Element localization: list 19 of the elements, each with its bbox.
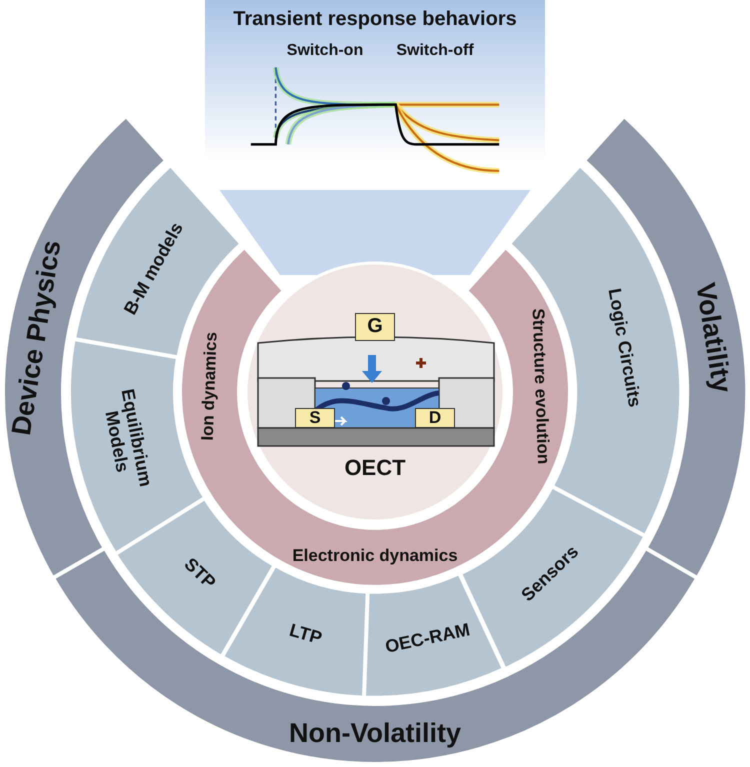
topic-label: LTP	[286, 619, 325, 650]
panel-heading: Transient response behaviors	[232, 8, 518, 30]
chart-annotation: Switch-on	[286, 42, 364, 60]
electrode-pad: G	[355, 313, 395, 341]
mechanism-label: Ion dynamics	[197, 330, 222, 443]
category-label: Volatility	[689, 280, 738, 398]
category-label: Device Physics	[5, 238, 68, 440]
topic-label: Logic Circuits	[604, 286, 646, 411]
topic-label: Equilibrium Models	[101, 386, 158, 490]
category-label: Non-Volatility	[288, 719, 462, 749]
chart-annotation: Switch-off	[395, 42, 475, 60]
chart-panel	[205, 0, 545, 190]
mechanism-label: Structure evolution	[528, 306, 553, 466]
electrode-pad: S	[295, 408, 335, 428]
topic-label: STP	[179, 552, 220, 595]
electrode-pad: D	[415, 408, 455, 428]
device-label: OECT	[343, 456, 407, 480]
topic-label: OEC-RAM	[382, 620, 473, 659]
mechanism-label: Electronic dynamics	[291, 547, 459, 566]
